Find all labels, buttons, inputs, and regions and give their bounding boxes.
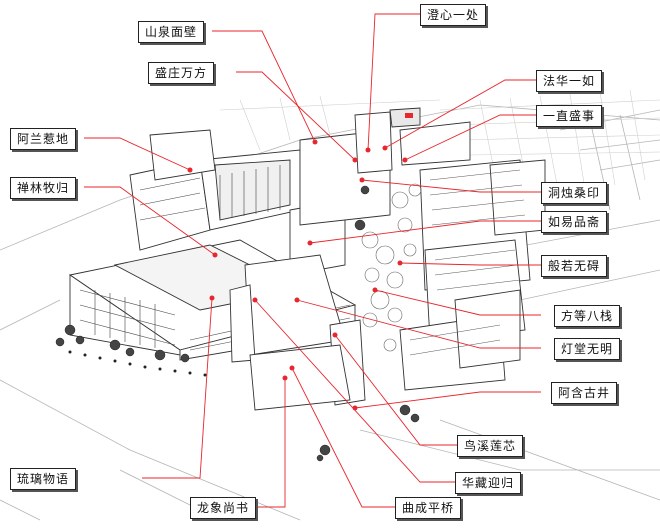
- label-shengzhuang: 盛庄万方: [148, 62, 215, 84]
- central-halls: [229, 111, 393, 411]
- label-yizhi: 一直盛事: [536, 105, 603, 127]
- label-bore: 般若无碍: [541, 255, 608, 277]
- label-ruyi: 如易品斋: [541, 211, 608, 233]
- label-fahua: 法华一如: [536, 70, 603, 92]
- east-roof-lines: [409, 169, 526, 356]
- label-liuli: 琉璃物语: [10, 468, 77, 490]
- label-ahan: 阿含古井: [551, 382, 618, 404]
- dotted-path: [68, 350, 207, 377]
- accent-red-roof: [405, 113, 413, 118]
- label-chanlin: 禅林牧归: [10, 177, 77, 199]
- garden-trees: [361, 183, 422, 352]
- label-qucheng: 曲成平桥: [395, 497, 462, 519]
- leader-dots: [187, 139, 408, 411]
- label-alan: 阿兰惹地: [10, 128, 77, 150]
- leader-lines: [84, 13, 541, 508]
- label-longxiang: 龙象尚书: [190, 497, 257, 519]
- label-dengtang: 灯堂无明: [554, 338, 621, 360]
- label-chengxin: 澄心一处: [420, 4, 487, 26]
- dark-trees: [55, 185, 420, 462]
- label-shanquan: 山泉面壁: [138, 21, 205, 43]
- label-niaoxi: 鸟溪莲芯: [457, 435, 524, 457]
- label-fangdeng: 方等八栈: [554, 305, 621, 327]
- label-dongzhu: 洞烛桑印: [541, 182, 608, 204]
- label-huazang: 华藏迎归: [455, 472, 522, 494]
